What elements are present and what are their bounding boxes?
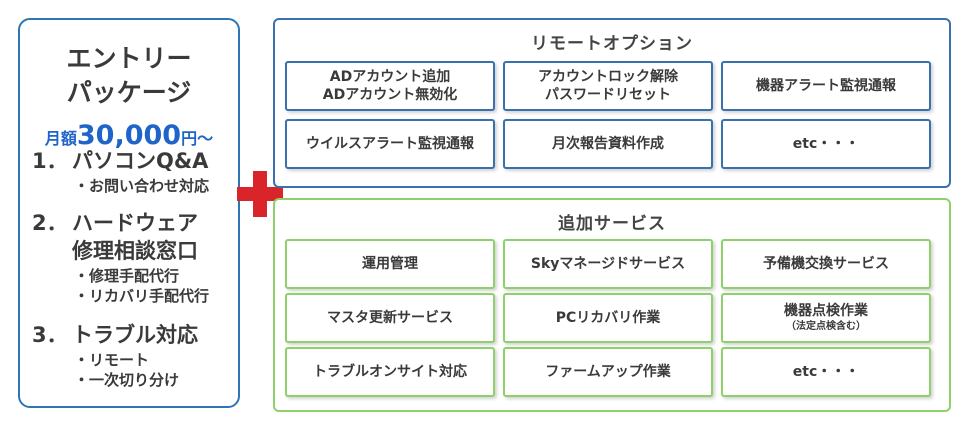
option-ad-account: ADアカウント追加 ADアカウント無効化 (285, 61, 495, 111)
cell-label: トラブルオンサイト対応 (313, 364, 467, 380)
service-onsite-trouble: トラブルオンサイト対応 (285, 347, 495, 397)
service-firmware-update: ファームアップ作業 (503, 347, 713, 397)
item-label: ハードウェア (72, 211, 198, 235)
item-label: トラブル対応 (72, 323, 198, 347)
price-suffix: 円～ (181, 129, 214, 148)
package-item-detail: ・リモート (74, 351, 150, 369)
cell-label: Skyマネージドサービス (530, 256, 686, 272)
additional-services-panel: 追加サービス 運用管理 Skyマネージドサービス 予備機交換サービス マスタ更新… (273, 198, 951, 412)
item-number: 1． (32, 149, 68, 173)
cell-note: （法定点検含む） (786, 321, 866, 332)
price-amount: 30,000 (76, 120, 182, 151)
package-item-heading: 3．トラブル対応 (32, 322, 198, 348)
cell-label: ADアカウント追加 (329, 69, 451, 85)
item-number: 2． (32, 211, 68, 235)
cell-label: 機器アラート監視通報 (756, 78, 896, 94)
plus-icon (237, 171, 283, 217)
remote-options-title: リモートオプション (531, 34, 693, 54)
option-device-alert: 機器アラート監視通報 (721, 61, 931, 111)
package-title: エントリー パッケージ (20, 42, 238, 110)
cell-label-2: パスワードリセット (545, 87, 671, 103)
package-item-detail: ・リカバリ手配代行 (74, 287, 210, 305)
item-number: 3． (32, 323, 68, 347)
package-title-line1: エントリー (66, 44, 192, 73)
option-account-unlock: アカウントロック解除 パスワードリセット (503, 61, 713, 111)
package-item-detail: ・修理手配代行 (74, 267, 180, 285)
service-master-update: マスタ更新サービス (285, 293, 495, 343)
package-item-heading: 2．ハードウェア (32, 210, 198, 236)
entry-package-card: エントリー パッケージ 月額30,000円～ 1．パソコンQ&A ・お問い合わせ… (18, 18, 240, 408)
cell-label: ファームアップ作業 (545, 364, 671, 380)
option-monthly-report: 月次報告資料作成 (503, 119, 713, 169)
service-pc-recovery: PCリカバリ作業 (503, 293, 713, 343)
package-price: 月額30,000円～ (20, 120, 238, 151)
cell-label: 運用管理 (362, 256, 418, 272)
option-virus-alert: ウイルスアラート監視通報 (285, 119, 495, 169)
cell-label: 月次報告資料作成 (552, 136, 664, 152)
service-etc: etc・・・ (721, 347, 931, 397)
package-item-heading: 1．パソコンQ&A (32, 148, 208, 174)
cell-label: etc・・・ (792, 136, 860, 152)
cell-label: PCリカバリ作業 (555, 310, 661, 326)
price-prefix: 月額 (44, 129, 77, 148)
option-etc: etc・・・ (721, 119, 931, 169)
additional-services-title: 追加サービス (558, 214, 666, 234)
service-sky-managed: Skyマネージドサービス (503, 239, 713, 289)
service-operation-management: 運用管理 (285, 239, 495, 289)
package-item-detail: ・一次切り分け (74, 371, 180, 389)
cell-label: etc・・・ (792, 364, 860, 380)
cell-label: アカウントロック解除 (538, 69, 678, 85)
service-device-inspection: 機器点検作業 （法定点検含む） (721, 293, 931, 343)
package-title-line2: パッケージ (66, 78, 192, 107)
cell-label: 機器点検作業 (784, 303, 868, 319)
cell-label: マスタ更新サービス (327, 310, 453, 326)
cell-label: ウイルスアラート監視通報 (306, 136, 474, 152)
service-spare-exchange: 予備機交換サービス (721, 239, 931, 289)
cell-label: 予備機交換サービス (763, 256, 889, 272)
cell-label-2: ADアカウント無効化 (322, 87, 458, 103)
remote-options-panel: リモートオプション ADアカウント追加 ADアカウント無効化 アカウントロック解… (273, 18, 951, 188)
item-label: パソコンQ&A (72, 149, 209, 173)
package-item-heading-line2: 修理相談窓口 (72, 239, 198, 263)
package-item-detail: ・お問い合わせ対応 (74, 177, 210, 195)
